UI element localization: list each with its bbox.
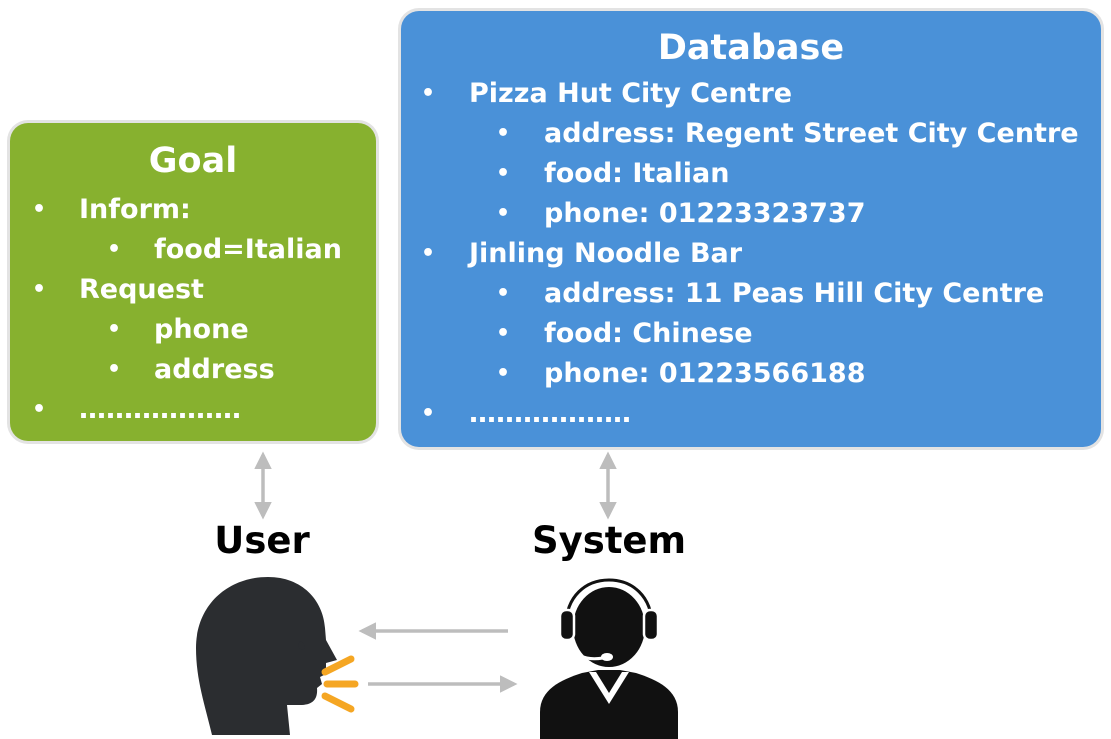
goal-item: Request: [79, 274, 204, 305]
database-item: Jinling Noodle Bar: [469, 238, 743, 269]
speech-lines-icon: [321, 655, 359, 713]
speaking-head-icon: [196, 577, 337, 735]
database-bullet: •: [496, 281, 511, 306]
headset-operator-icon: [540, 576, 678, 739]
user-label: User: [214, 519, 310, 562]
goal-title: Goal: [148, 141, 238, 181]
database-bullet: •: [496, 201, 511, 226]
goal-item: address: [154, 354, 275, 385]
database-bullet: •: [496, 161, 511, 186]
database-item: address: Regent Street City Centre: [544, 118, 1079, 149]
goal-bullet: •: [107, 317, 122, 342]
database-item: Pizza Hut City Centre: [469, 78, 793, 109]
goal-bullet: •: [107, 237, 122, 262]
goal-box: Goal • Inform: • food=Italian • Request • phone…: [10, 123, 376, 441]
database-bullet: •: [496, 121, 511, 146]
database-item: ………………: [469, 398, 631, 429]
database-title: Database: [657, 28, 845, 68]
goal-item: phone: [154, 314, 249, 345]
database-bullet: •: [421, 401, 436, 426]
goal-bullet: •: [32, 397, 47, 422]
goal-bullet: •: [107, 357, 122, 382]
database-item: phone: 01223566188: [544, 358, 866, 389]
database-bullet: •: [496, 361, 511, 386]
database-bullet: •: [496, 321, 511, 346]
goal-item: ………………: [79, 394, 241, 425]
system-label: System: [531, 519, 687, 562]
database-box: Database • Pizza Hut City Centre • address:…: [401, 11, 1101, 447]
database-bullet: •: [421, 241, 436, 266]
goal-bullet: •: [32, 277, 47, 302]
database-item: food: Chinese: [544, 318, 753, 349]
database-item: food: Italian: [544, 158, 730, 189]
goal-item: Inform:: [79, 194, 191, 225]
goal-item: food=Italian: [154, 234, 342, 265]
database-item: address: 11 Peas Hill City Centre: [544, 278, 1045, 309]
database-bullet: •: [421, 81, 436, 106]
goal-bullet: •: [32, 197, 47, 222]
database-item: phone: 01223323737: [544, 198, 866, 229]
